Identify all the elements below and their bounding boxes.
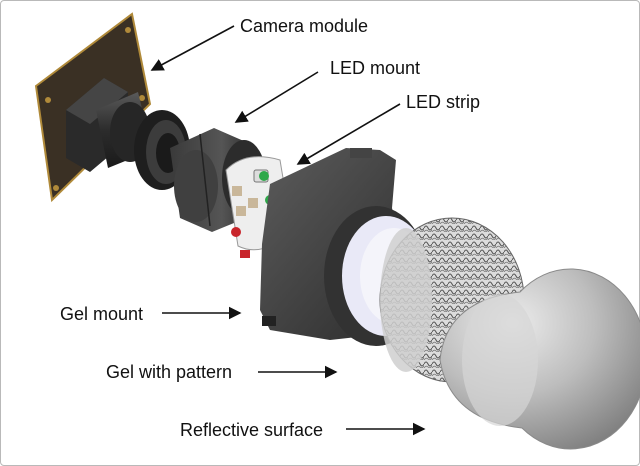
arrow-led-strip	[296, 103, 401, 165]
arrow-camera-module	[150, 25, 235, 71]
label-led-strip: LED strip	[406, 92, 481, 112]
label-gel-mount: Gel mount	[60, 304, 144, 324]
label-gel-with-pattern: Gel with pattern	[106, 362, 233, 382]
arrow-led-mount	[234, 71, 319, 123]
label-reflective-surface: Reflective surface	[180, 420, 324, 440]
reflective-surface-part	[439, 268, 640, 450]
annotation-arrows	[150, 25, 426, 436]
camera-module-part	[34, 12, 190, 203]
label-led-mount: LED mount	[330, 58, 421, 78]
label-camera-module: Camera module	[240, 16, 369, 36]
